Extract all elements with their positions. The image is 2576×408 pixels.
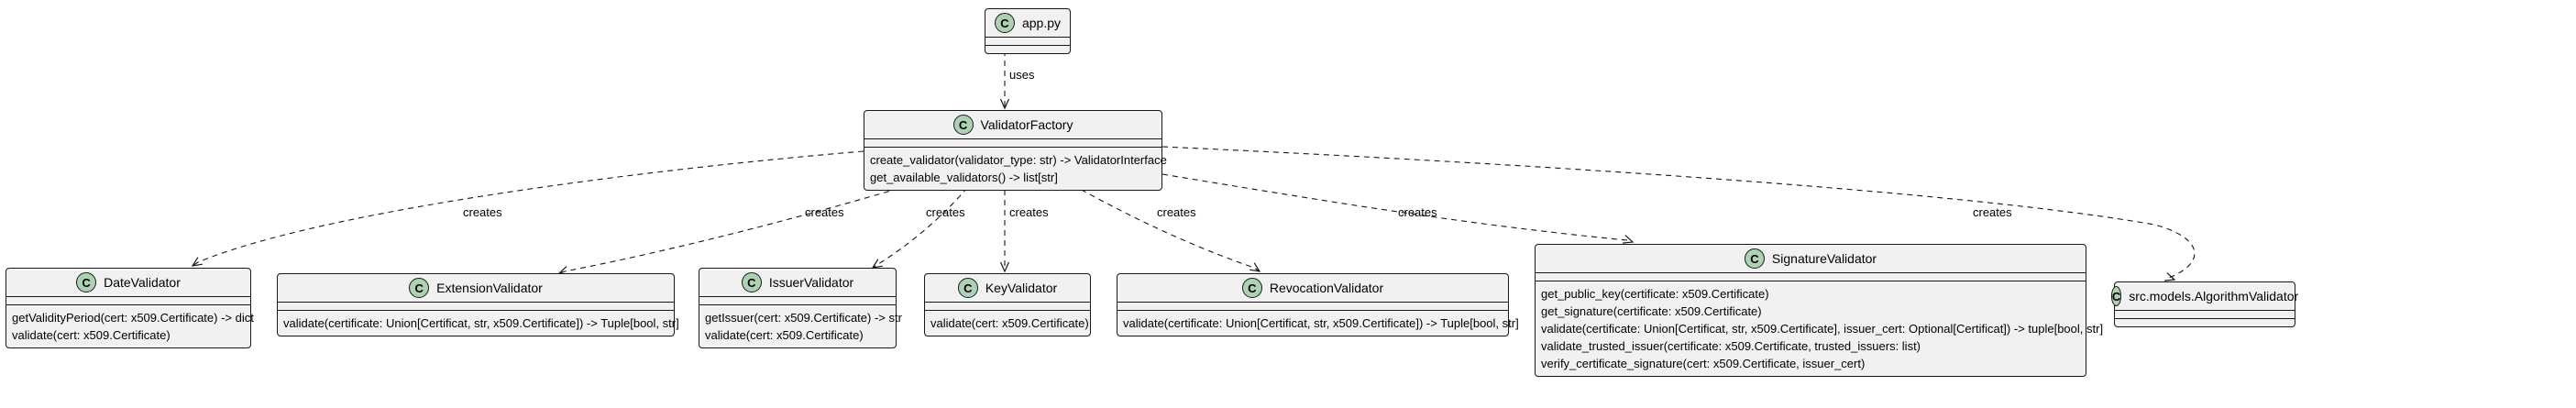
arrow-head xyxy=(2164,272,2176,281)
class-stereotype-icon: C xyxy=(409,278,430,298)
relation-line xyxy=(558,179,929,274)
method: get_public_key(certificate: x509.Certifi… xyxy=(1541,287,1769,301)
class-extension-validator[interactable]: C ExtensionValidator validate(certificate… xyxy=(277,273,679,336)
arrow-head xyxy=(191,257,203,267)
relation-line xyxy=(872,179,974,269)
method: validate_trusted_issuer(certificate: x50… xyxy=(1541,339,1921,353)
relation-label: creates xyxy=(1973,205,2012,219)
class-stereotype-icon: C xyxy=(994,13,1015,33)
relation-label: uses xyxy=(1009,68,1035,82)
relation-factory-to-rev: creates xyxy=(1062,179,1261,272)
class-validator-factory[interactable]: C ValidatorFactory create_validator(valid… xyxy=(864,110,1167,191)
relation-label: creates xyxy=(1398,205,1437,219)
class-name: src.models.AlgorithmValidator xyxy=(2129,289,2299,303)
relation-line xyxy=(1161,146,2196,281)
method: getValidityPeriod(cert: x509.Certificate… xyxy=(12,311,254,325)
class-stereotype-icon: C xyxy=(957,278,978,298)
class-stereotype-icon: C xyxy=(76,272,97,292)
relation-label: creates xyxy=(926,205,965,219)
relation-label: creates xyxy=(1157,205,1196,219)
method: get_signature(certificate: x509.Certific… xyxy=(1541,304,1762,318)
class-name: DateValidator xyxy=(104,275,181,290)
relation-factory-to-date: creates xyxy=(191,150,864,267)
method: validate(cert: x509.Certificate) xyxy=(705,328,864,342)
relation-line xyxy=(192,150,864,267)
relation-factory-to-sig: creates xyxy=(1161,173,1635,244)
arrow-head xyxy=(999,261,1010,273)
relation-factory-to-ext: creates xyxy=(557,179,929,275)
method: get_available_validators() -> list[str] xyxy=(870,171,1058,184)
method: validate(certificate: Union[Certificat, … xyxy=(1123,316,1519,330)
class-key-validator[interactable]: C KeyValidator validate(cert: x509.Certif… xyxy=(924,273,1091,336)
method: validate(certificate: Union[Certificat, … xyxy=(1541,322,2104,336)
relation-label: creates xyxy=(805,205,844,219)
class-stereotype-icon: C xyxy=(741,272,762,292)
relation-line xyxy=(1161,173,1634,243)
class-name: KeyValidator xyxy=(985,281,1058,295)
relation-factory-to-issuer: creates xyxy=(871,179,974,269)
relation-factory-to-key: creates xyxy=(999,180,1049,273)
method: getIssuer(cert: x509.Certificate) -> str xyxy=(705,311,902,325)
class-name: ValidatorFactory xyxy=(980,117,1073,132)
method: validate(cert: x509.Certificate) xyxy=(930,316,1089,330)
method: validate(certificate: Union[Certificat, … xyxy=(283,316,679,330)
class-issuer-validator[interactable]: C IssuerValidator getIssuer(cert: x509.Ce… xyxy=(699,268,902,348)
class-name: IssuerValidator xyxy=(768,275,854,290)
class-signature-validator[interactable]: C SignatureValidator get_public_key(certi… xyxy=(1535,244,2104,377)
class-stereotype-icon: C xyxy=(1744,248,1765,269)
method: validate(cert: x509.Certificate) xyxy=(12,328,171,342)
arrow-head xyxy=(1249,262,1261,272)
method: verify_certificate_signature(cert: x509.… xyxy=(1541,357,1866,370)
class-name: app.py xyxy=(1021,16,1062,30)
arrow-head xyxy=(1623,235,1635,244)
class-stereotype-icon: C xyxy=(1241,278,1262,298)
class-stereotype-icon: C xyxy=(2110,286,2122,306)
class-revocation-validator[interactable]: C RevocationValidator validate(certificat… xyxy=(1117,273,1519,336)
class-name: SignatureValidator xyxy=(1771,251,1877,266)
class-name: ExtensionValidator xyxy=(436,281,543,295)
relation-label: creates xyxy=(1009,205,1049,219)
arrow-head xyxy=(999,98,1010,110)
method: create_validator(validator_type: str) ->… xyxy=(870,153,1167,167)
relation-app-to-factory: uses xyxy=(999,50,1035,110)
relation-line xyxy=(1062,179,1260,272)
class-name: RevocationValidator xyxy=(1269,281,1384,295)
relation-factory-to-algo: creates xyxy=(1161,146,2196,281)
class-stereotype-icon: C xyxy=(952,115,974,135)
class-date-validator[interactable]: C DateValidator getValidityPeriod(cert: x… xyxy=(6,268,254,348)
relation-label: creates xyxy=(463,205,502,219)
